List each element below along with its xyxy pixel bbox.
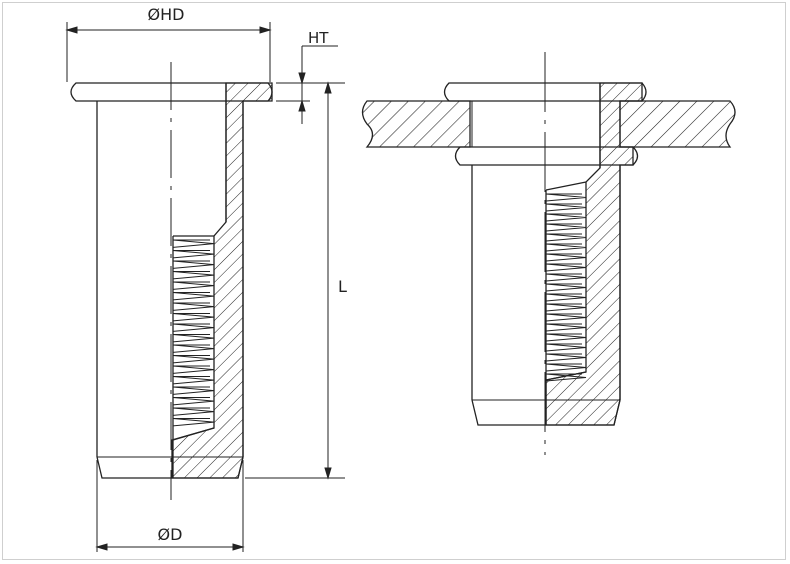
left-section-wall <box>171 82 273 479</box>
plate-left-section <box>361 100 471 148</box>
head-thickness-label: HT <box>308 29 329 47</box>
length-label: L <box>338 277 347 296</box>
left-view <box>70 82 273 479</box>
right-thread-teeth <box>545 193 587 382</box>
head-diameter-label: ØHD <box>148 5 185 24</box>
body-diameter-label: ØD <box>158 525 183 544</box>
dimension-length <box>245 81 345 480</box>
plate-right-section <box>619 100 736 148</box>
right-view <box>361 82 736 426</box>
dimension-head-diameter <box>65 22 272 82</box>
dimension-head-thickness <box>276 45 345 124</box>
dimension-body-diameter <box>95 460 245 552</box>
left-thread-teeth <box>172 239 215 427</box>
